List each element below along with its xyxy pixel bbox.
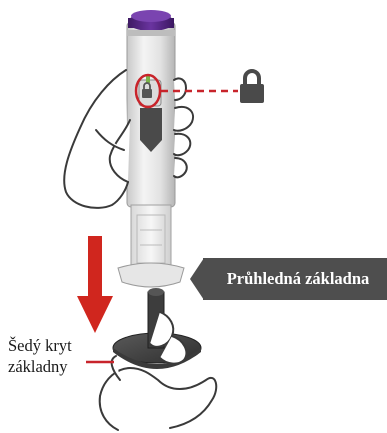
transparent-base-label: Průhledná základna [203, 258, 387, 300]
transparent-base [118, 205, 184, 287]
grey-cover-label-line2: základny [8, 357, 68, 377]
lower-hand [100, 312, 217, 430]
arrow-down-icon [77, 236, 113, 333]
lock-icon [240, 71, 264, 103]
label-pointer [190, 258, 204, 300]
pen-body [127, 10, 175, 207]
grey-cover-label-line1: Šedý kryt [8, 336, 72, 356]
